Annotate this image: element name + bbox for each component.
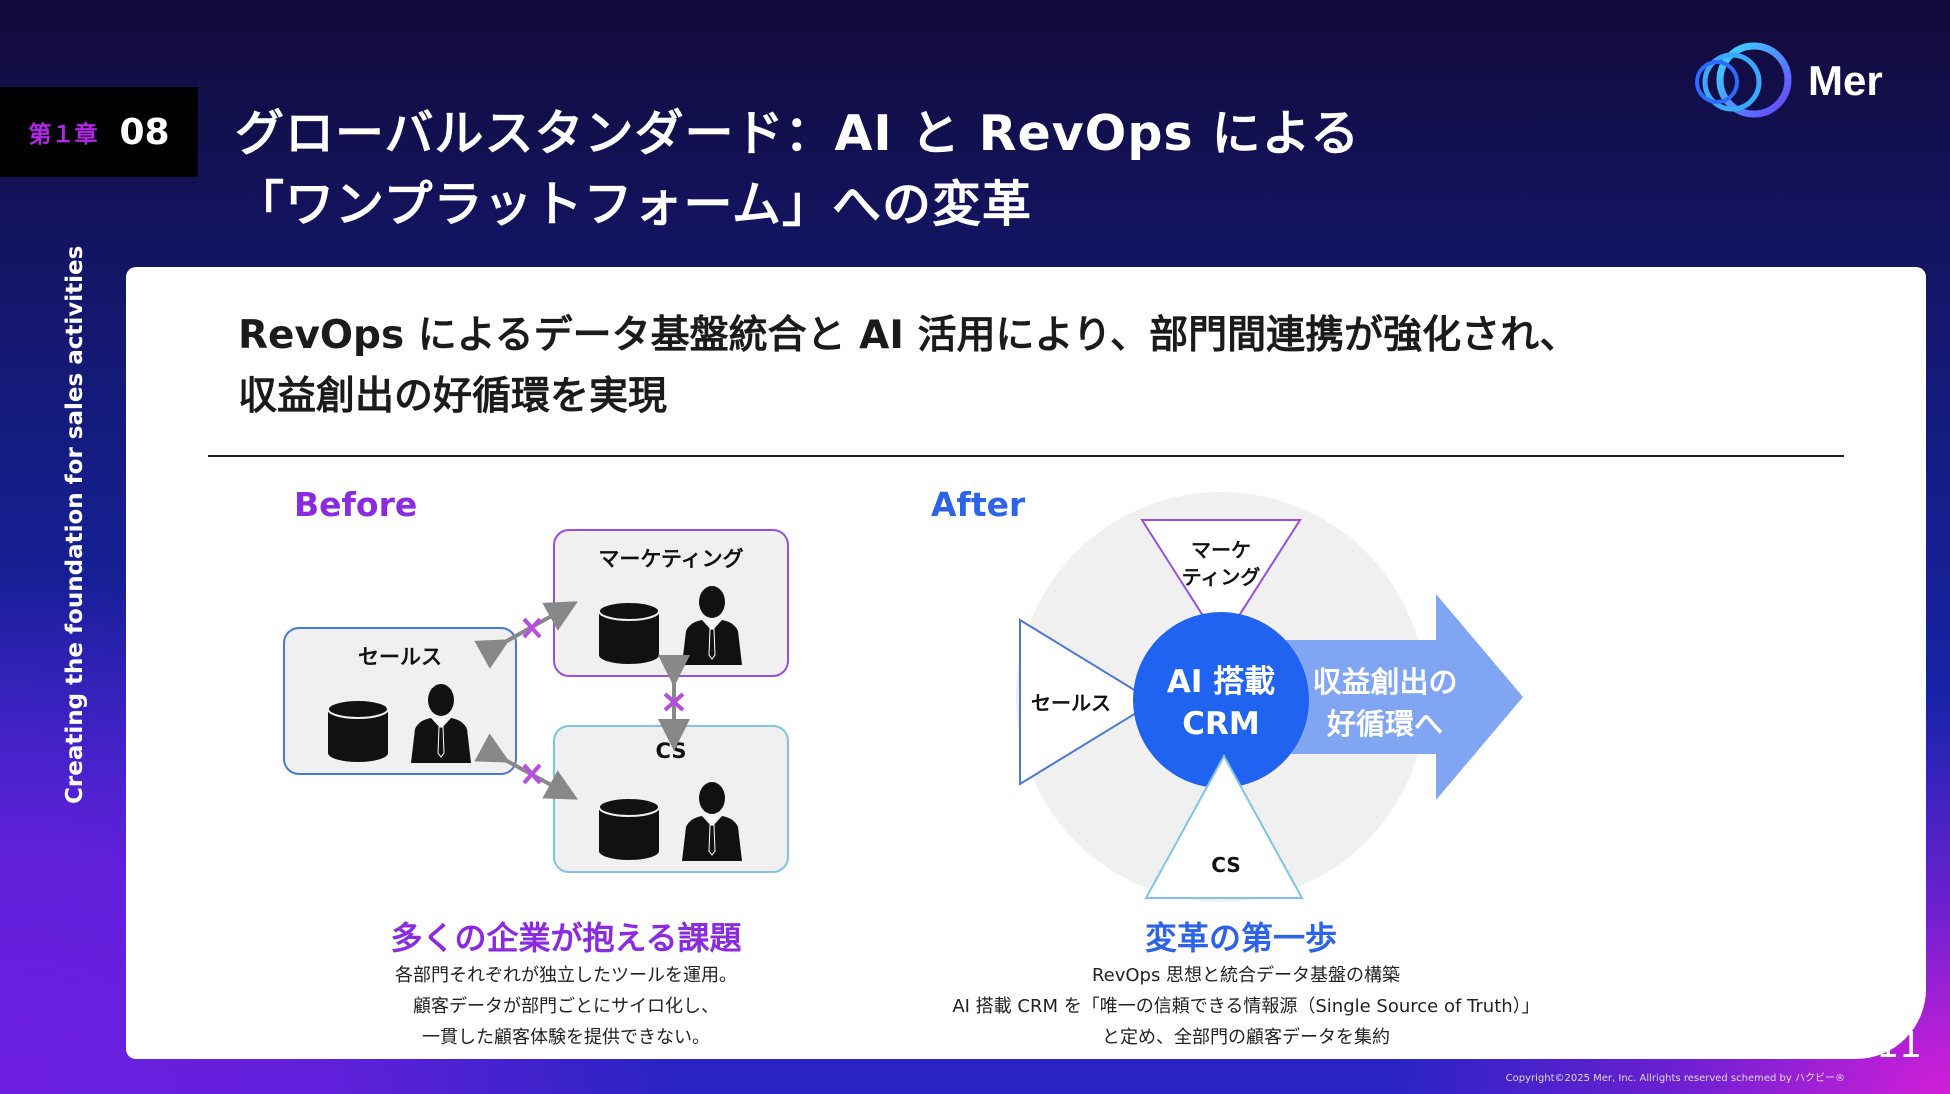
before-desc-line-3: 一貫した顧客体験を提供できない。 — [422, 1027, 710, 1048]
arrow-label-1: 収益創出の — [1312, 665, 1457, 699]
chapter-number: 08 — [119, 111, 170, 153]
before-connectors — [474, 601, 690, 800]
before-desc-line-2: 顧客データが部門ごとにサイロ化し、 — [413, 996, 719, 1017]
headline-line-1: RevOps によるデータ基盤統合と AI 活用により、部門間連携が強化され、 — [238, 313, 1579, 358]
after-description: RevOps 思想と統合データ基盤の構築 AI 搭載 CRM を「唯一の信頼でき… — [906, 960, 1586, 1053]
before-cs-icons — [555, 781, 787, 861]
hub-label-2: CRM — [1182, 706, 1259, 742]
logo-rings-icon — [1695, 42, 1792, 118]
after-marketing-label-2: ティング — [1182, 565, 1261, 589]
before-marketing-icons — [555, 585, 787, 665]
chapter-label: 第１章 — [28, 122, 98, 148]
after-label: After — [931, 485, 1026, 524]
after-desc-line-3: と定め、全部門の顧客データを集約 — [1102, 1027, 1390, 1048]
title-line-2: 「ワンプラットフォーム」への変革 — [235, 176, 1033, 233]
chapter-badge: 第１章 08 — [0, 87, 198, 177]
revenue-cycle-arrow — [1236, 594, 1523, 800]
headline-line-2: 収益創出の好循環を実現 — [238, 374, 668, 419]
before-desc-line-1: 各部門それぞれが独立したツールを運用。 — [395, 965, 737, 986]
logo-text: Mer — [1808, 57, 1883, 104]
after-marketing-triangle — [1140, 519, 1302, 646]
after-marketing-label-1: マーケ — [1191, 538, 1251, 562]
before-sales-icons — [285, 683, 515, 763]
content-card: RevOps によるデータ基盤統合と AI 活用により、部門間連携が強化され、 … — [126, 267, 1926, 1059]
before-label: Before — [294, 485, 418, 524]
page-title: グローバルスタンダード：AI と RevOps による 「ワンプラットフォーム」… — [235, 98, 1360, 240]
copyright: Copyright©2025 Mer, Inc. Allrights reser… — [1505, 1073, 1845, 1084]
ai-crm-hub — [1133, 612, 1309, 788]
database-icon — [598, 797, 660, 860]
database-icon — [327, 699, 389, 762]
divider — [208, 455, 1844, 457]
card-headline: RevOps によるデータ基盤統合と AI 活用により、部門間連携が強化され、 … — [238, 305, 1579, 427]
before-description: 各部門それぞれが独立したツールを運用。 顧客データが部門ごとにサイロ化し、 一貫… — [316, 960, 816, 1053]
sales-marketing-arrow — [474, 601, 578, 669]
after-diagram: マーケ ティング セールス CS AI 搭載 CRM 収益創出の 好循環へ — [1016, 492, 1523, 902]
database-icon — [598, 601, 660, 664]
after-subtitle: 変革の第一歩 — [1144, 919, 1337, 957]
before-cs-box: CS — [553, 725, 789, 873]
marketing-cs-arrow — [658, 655, 690, 751]
after-desc-line-2: AI 搭載 CRM を「唯一の信頼できる情報源（Single Source of… — [952, 996, 1540, 1017]
logo: Mer — [1692, 40, 1883, 122]
after-sales-label: セールス — [1031, 691, 1111, 715]
arrow-label-2: 好循環へ — [1326, 707, 1443, 741]
after-cs-triangle — [1144, 753, 1304, 899]
hub-label-1: AI 搭載 — [1167, 664, 1275, 700]
after-desc-line-1: RevOps 思想と統合データ基盤の構築 — [1091, 965, 1401, 986]
after-sales-triangle — [1019, 618, 1156, 786]
before-sales-label: セールス — [358, 645, 442, 669]
after-cs-label: CS — [1211, 853, 1240, 877]
sales-cs-arrow — [474, 733, 579, 800]
businessman-icon — [411, 684, 471, 763]
before-subtitle: 多くの企業が抱える課題 — [390, 919, 742, 957]
before-marketing-label: マーケティング — [598, 547, 744, 571]
title-line-1: グローバルスタンダード：AI と RevOps による — [235, 105, 1361, 162]
page-number: 11 — [1876, 1025, 1922, 1066]
businessman-icon — [682, 782, 742, 861]
side-vertical-text: Creating the foundation for sales activi… — [62, 245, 88, 804]
businessman-icon — [682, 586, 742, 665]
